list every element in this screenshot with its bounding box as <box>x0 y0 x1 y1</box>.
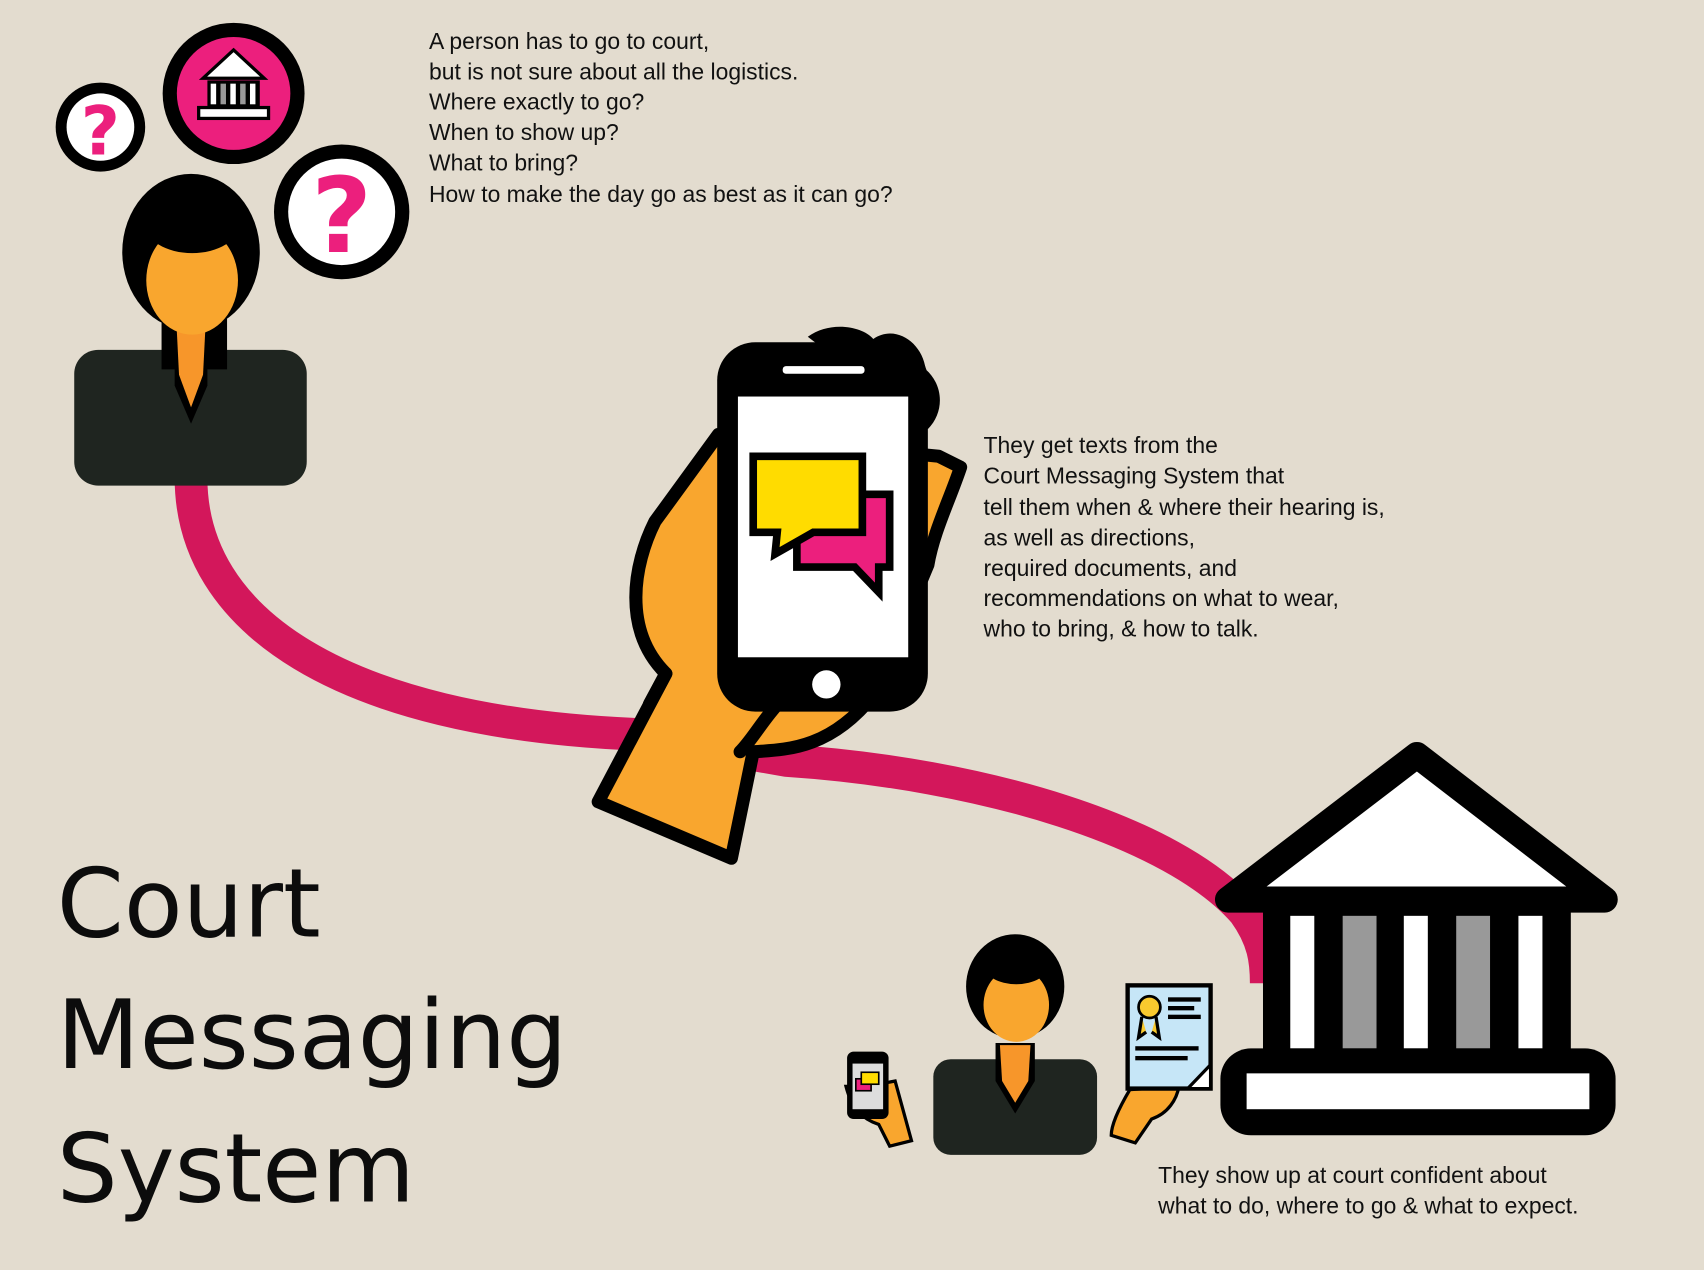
title-line: System <box>57 1113 415 1225</box>
journey-path <box>174 477 1283 984</box>
step3-line: what to do, where to go & what to expect… <box>1157 1193 1578 1219</box>
small-phone-hand-icon <box>843 1051 914 1149</box>
step3-line: They show up at court confident about <box>1158 1162 1547 1188</box>
hand-holding-phone-icon <box>591 326 968 865</box>
step1-line: but is not sure about all the logistics. <box>429 58 798 84</box>
step2-line: recommendations on what to wear, <box>984 585 1339 611</box>
step2-line: tell them when & where their hearing is, <box>984 494 1385 520</box>
step1-line: A person has to go to court, <box>429 28 709 54</box>
step2-line: Court Messaging System that <box>984 462 1285 488</box>
svg-text:?: ? <box>311 155 372 277</box>
question-bubble-large-icon: ? <box>273 144 410 280</box>
document-hand-icon <box>1109 983 1213 1145</box>
title-line: Messaging <box>57 979 567 1091</box>
svg-text:?: ? <box>81 91 120 170</box>
title-line: Court <box>57 848 321 960</box>
step1-line: When to show up? <box>429 119 619 145</box>
step2-line: required documents, and <box>984 555 1237 581</box>
step1-line: What to bring? <box>429 150 578 176</box>
page-title: Court Messaging System <box>57 848 567 1225</box>
step3-text: They show up at court confident about wh… <box>1157 1162 1578 1218</box>
step2-line: who to bring, & how to talk. <box>983 616 1259 642</box>
confident-person-icon <box>933 934 1098 1155</box>
courthouse-icon <box>1214 742 1618 1136</box>
step1-line: How to make the day go as best as it can… <box>429 181 893 207</box>
courthouse-bubble-icon <box>162 22 305 165</box>
step1-text: A person has to go to court, but is not … <box>429 28 893 207</box>
step2-line: as well as directions, <box>984 524 1195 550</box>
step1-line: Where exactly to go? <box>429 89 644 115</box>
question-bubble-small-icon: ? <box>55 82 146 172</box>
step2-text: They get texts from the Court Messaging … <box>983 432 1385 642</box>
step2-line: They get texts from the <box>984 432 1218 458</box>
confused-person-icon <box>74 173 307 486</box>
